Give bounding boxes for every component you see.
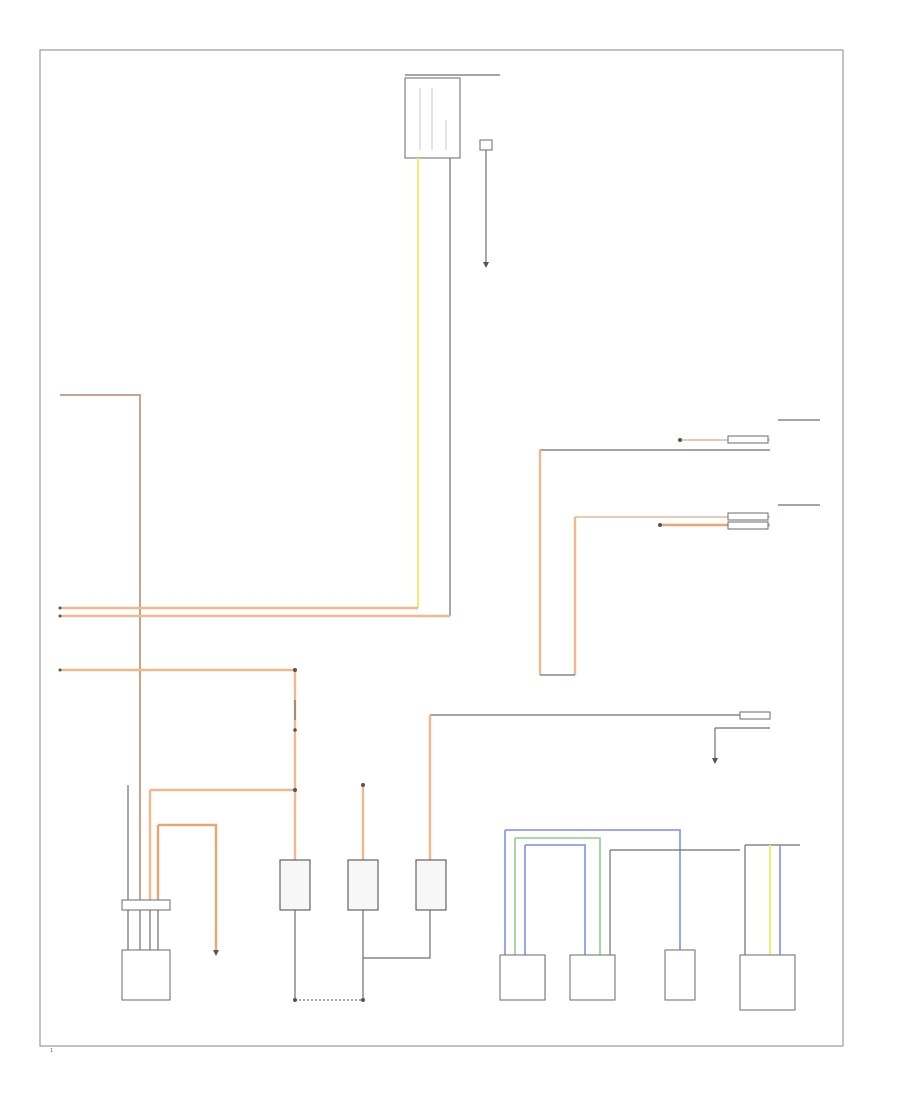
center-switch-box bbox=[569, 954, 616, 1001]
right-upper-connectors bbox=[538, 419, 820, 676]
right-middle-connector bbox=[712, 711, 771, 764]
relay-2 bbox=[347, 859, 379, 911]
left-feed-wires bbox=[58, 394, 450, 950]
relay-group bbox=[279, 700, 740, 1002]
top-switch bbox=[404, 74, 500, 616]
far-right-switch-box bbox=[739, 954, 796, 1011]
left-connector bbox=[121, 899, 219, 1001]
bottom-right-switches bbox=[499, 829, 800, 1011]
relay-3 bbox=[415, 859, 447, 911]
page-number: 1 bbox=[50, 1048, 53, 1054]
relay-1 bbox=[279, 859, 311, 911]
diagram-frame bbox=[39, 49, 844, 1047]
right-switch-box bbox=[664, 949, 696, 1001]
left-switch-box bbox=[499, 954, 546, 1001]
